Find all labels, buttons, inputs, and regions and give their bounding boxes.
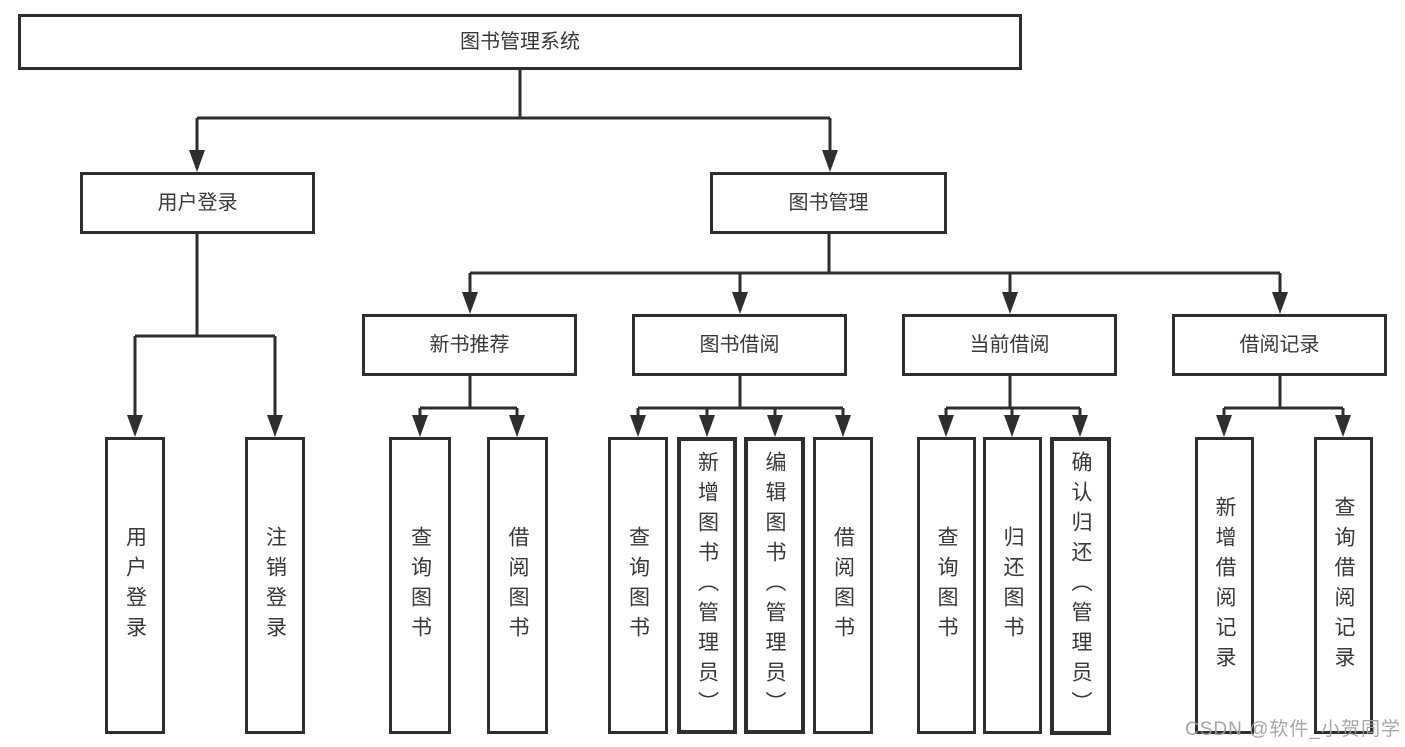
leaf-cb-query-books: 查询图书: [917, 437, 976, 734]
leaf-bb-borrow-books: 借阅图书: [813, 437, 873, 734]
leaf-nb-borrow-books: 借阅图书: [487, 437, 548, 734]
arrowhead-icon: [699, 415, 715, 437]
connector-path: [133, 70, 1345, 418]
node-borrow-records: 借阅记录: [1172, 314, 1387, 376]
arrowhead-icon: [267, 415, 283, 437]
arrowhead-icon: [767, 415, 783, 437]
leaf-bb-query-books: 查询图书: [608, 437, 668, 734]
arrowhead-icon: [1335, 415, 1351, 437]
arrowhead-icon: [1072, 415, 1088, 437]
leaf-cb-return-books: 归还图书: [983, 437, 1042, 734]
node-book-borrow: 图书借阅: [632, 314, 847, 376]
arrowhead-icon: [509, 415, 525, 437]
leaf-nb-query-books: 查询图书: [389, 437, 451, 734]
arrowhead-icon: [127, 415, 143, 437]
leaf-br-query-record: 查询借阅记录: [1314, 437, 1373, 734]
node-user-login: 用户登录: [80, 172, 315, 234]
leaf-user-login: 用户登录: [105, 437, 165, 734]
arrowhead-icon: [189, 150, 205, 172]
arrowhead-icon: [1004, 415, 1020, 437]
arrowhead-icon: [412, 415, 428, 437]
arrowhead-icon: [732, 292, 748, 314]
node-current-borrow: 当前借阅: [902, 314, 1117, 376]
arrowhead-icon: [462, 292, 478, 314]
leaf-logout: 注销登录: [245, 437, 305, 734]
arrowhead-icon: [822, 150, 838, 172]
leaf-cb-confirm-return-admin: 确认归还（管理员）: [1050, 437, 1111, 735]
watermark: CSDN @软件_小贺同学: [1185, 719, 1401, 740]
arrowhead-icon: [835, 415, 851, 437]
arrowhead-icon: [1002, 292, 1018, 314]
node-new-book-recommend: 新书推荐: [362, 314, 577, 376]
arrowhead-icon: [630, 415, 646, 437]
node-book-management: 图书管理: [710, 172, 947, 234]
arrowhead-icon: [1272, 292, 1288, 314]
leaf-bb-edit-book-admin: 编辑图书（管理员）: [744, 437, 805, 734]
arrowhead-icon: [1216, 415, 1232, 437]
node-library-system: 图书管理系统: [18, 14, 1022, 70]
leaf-bb-add-book-admin: 新增图书（管理员）: [677, 437, 737, 734]
leaf-br-add-record: 新增借阅记录: [1195, 437, 1254, 734]
arrowhead-icon: [938, 415, 954, 437]
